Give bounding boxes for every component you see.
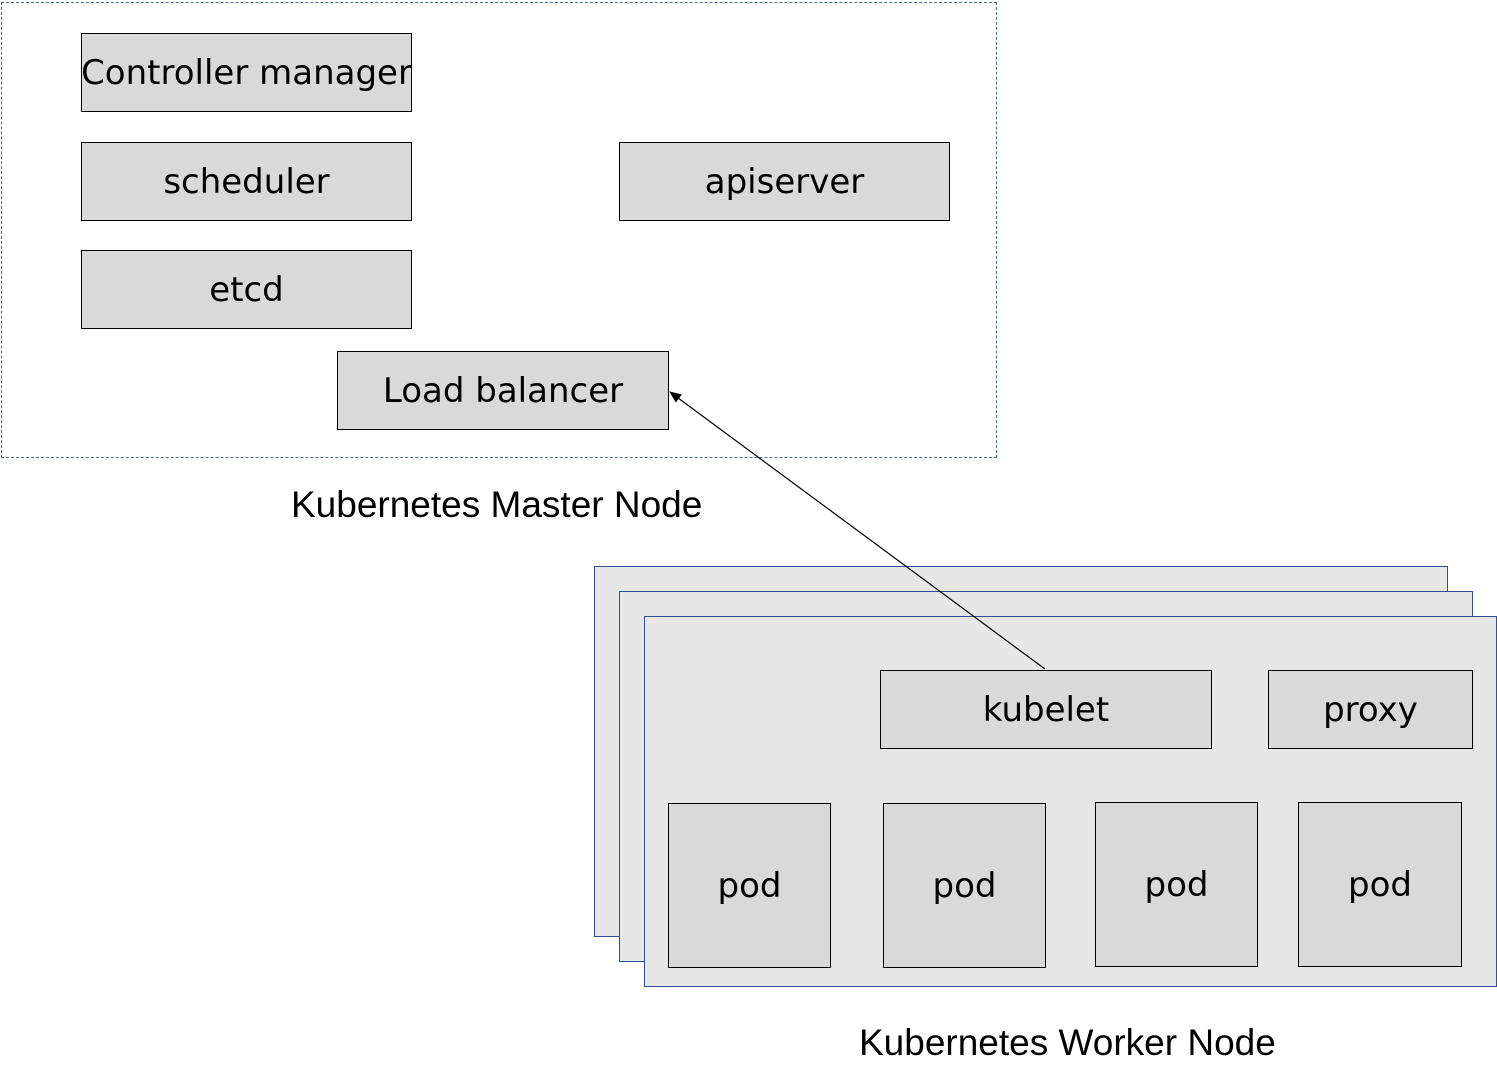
kubelet-box: kubelet bbox=[880, 670, 1212, 749]
worker-node-caption: Kubernetes Worker Node bbox=[859, 1022, 1276, 1063]
scheduler-box: scheduler bbox=[81, 142, 412, 221]
proxy-box: proxy bbox=[1268, 670, 1473, 749]
pod-box: pod bbox=[883, 803, 1046, 968]
load-balancer-box: Load balancer bbox=[337, 351, 669, 430]
apiserver-box: apiserver bbox=[619, 142, 950, 221]
etcd-box: etcd bbox=[81, 250, 412, 329]
master-node-caption: Kubernetes Master Node bbox=[291, 484, 703, 525]
pod-box: pod bbox=[1095, 802, 1258, 967]
pod-box: pod bbox=[668, 803, 831, 968]
pod-box: pod bbox=[1298, 802, 1462, 967]
controller-manager-box: Controller manager bbox=[81, 33, 412, 112]
master-node-frame bbox=[1, 2, 997, 458]
